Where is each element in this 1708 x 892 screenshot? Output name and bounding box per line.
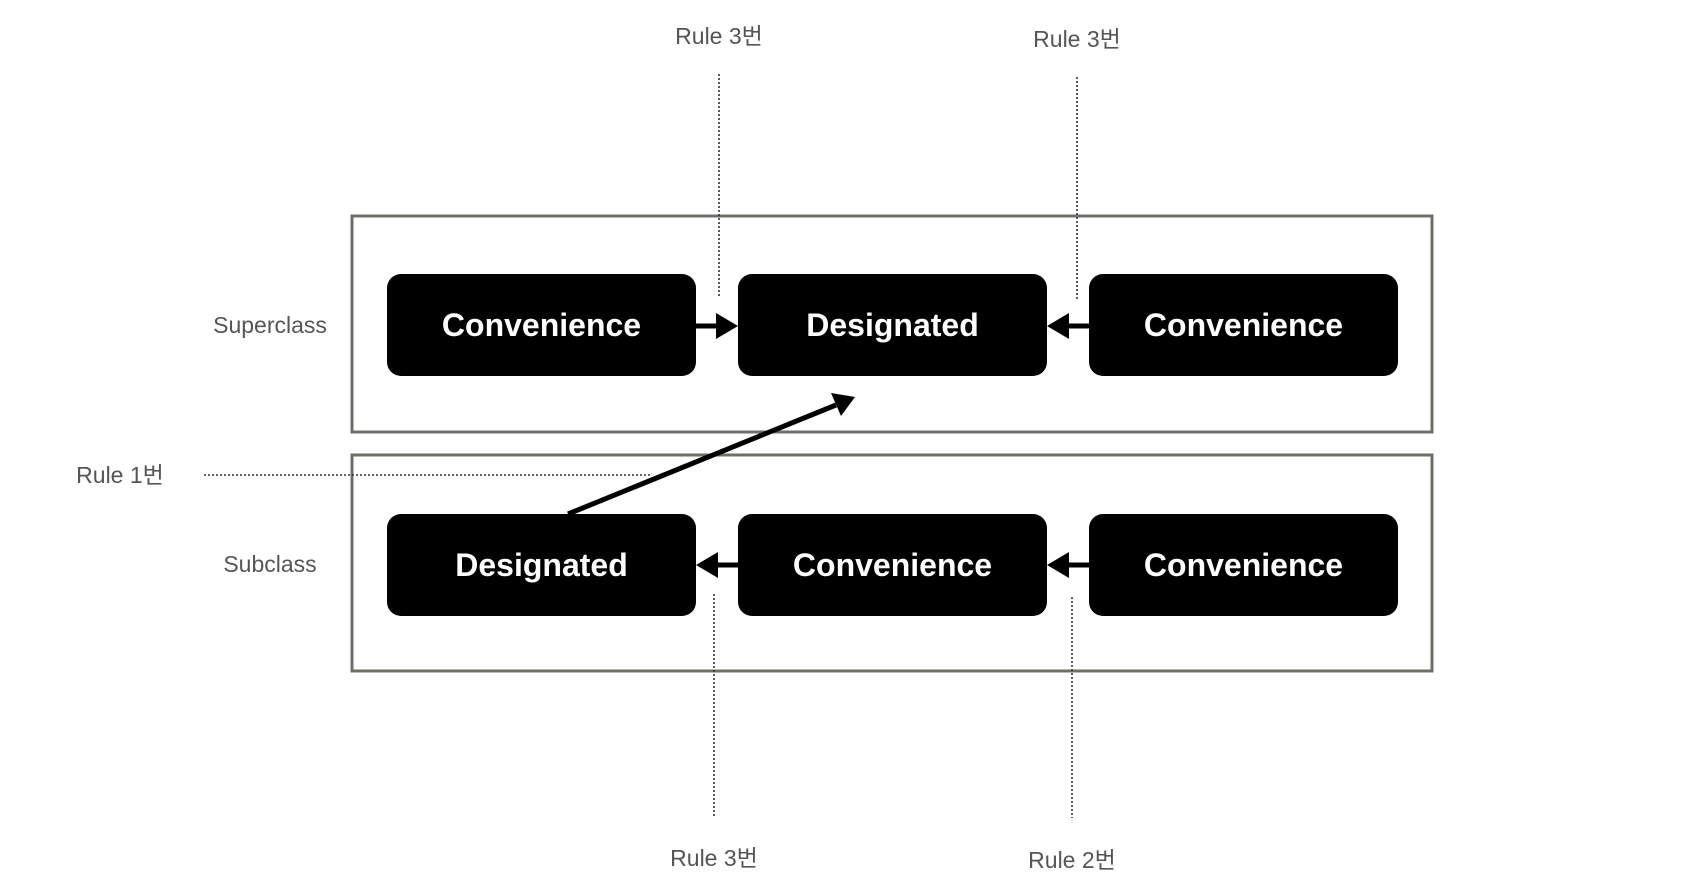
node-box — [387, 514, 696, 616]
rule-label-left: Rule 1번 — [76, 462, 164, 488]
arrow-convenience-right-to-designated-super — [1047, 313, 1089, 339]
rule-label-bottom-right: Rule 2번 — [1028, 847, 1116, 873]
node-box — [387, 274, 696, 376]
rule-label-top-right: Rule 3번 — [1033, 26, 1121, 52]
node-box — [738, 514, 1047, 616]
arrow-convenience-middle-to-designated-sub — [696, 552, 738, 578]
subclass-label: Subclass — [223, 551, 316, 577]
superclass-node-convenience-right: Convenience — [1089, 274, 1398, 376]
node-box — [738, 274, 1047, 376]
node-label: Convenience — [1144, 307, 1343, 343]
superclass-node-convenience-left: Convenience — [387, 274, 696, 376]
subclass-node-convenience-right: Convenience — [1089, 514, 1398, 616]
subclass-node-convenience-middle: Convenience — [738, 514, 1047, 616]
node-label: Designated — [455, 547, 627, 583]
rule-label-bottom-left: Rule 3번 — [670, 845, 758, 871]
node-label: Designated — [806, 307, 978, 343]
superclass-node-designated: Designated — [738, 274, 1047, 376]
subclass-box — [350, 453, 1434, 673]
superclass-box — [350, 214, 1434, 434]
arrow-subclass-designated-to-superclass-designated — [567, 393, 855, 517]
rule-label-top-left: Rule 3번 — [675, 23, 763, 49]
arrow-convenience-to-designated-super — [696, 313, 738, 339]
arrow-convenience-right-to-convenience-middle-sub — [1047, 552, 1089, 578]
node-label: Convenience — [793, 547, 992, 583]
subclass-node-designated: Designated — [387, 514, 696, 616]
node-box — [1089, 514, 1398, 616]
node-label: Convenience — [1144, 547, 1343, 583]
node-box — [1089, 274, 1398, 376]
superclass-label: Superclass — [213, 312, 327, 338]
node-label: Convenience — [442, 307, 641, 343]
